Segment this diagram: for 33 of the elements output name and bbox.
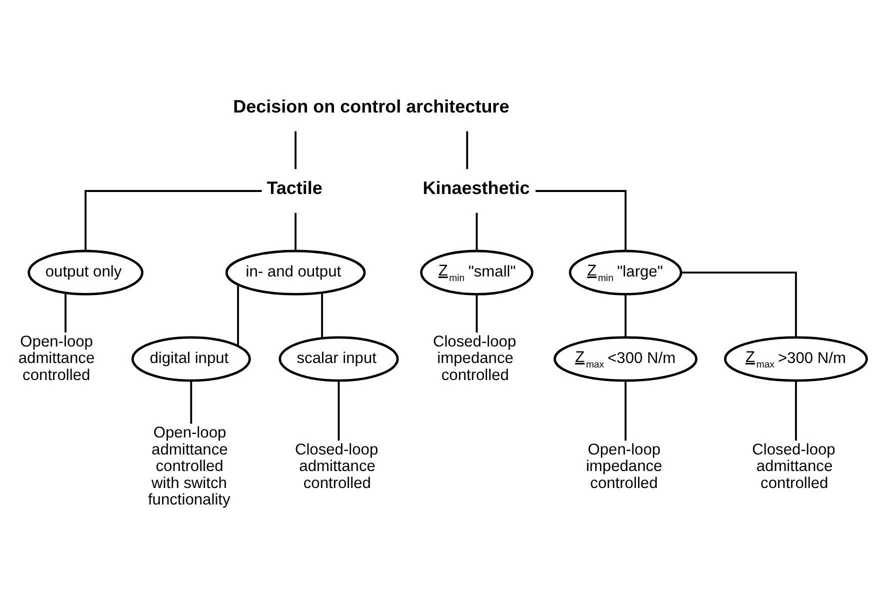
connector <box>237 284 239 346</box>
node-text: Open-loop admittance controlled with switch functionality <box>148 424 230 509</box>
node-ellipse: in- and output <box>225 250 366 296</box>
connector <box>294 212 296 251</box>
node-text: Open-loop impedance controlled <box>586 441 662 492</box>
connector <box>190 380 192 424</box>
node-ellipse: Z$_{min}$ "large" <box>568 250 682 296</box>
node-text: Kinaesthetic <box>422 178 530 198</box>
connector <box>64 293 66 332</box>
node-text: Tactile <box>266 178 322 198</box>
node-ellipse: output only <box>28 250 144 296</box>
node-ellipse: Z$_{min}$ "small" <box>420 250 534 296</box>
connector <box>536 190 626 251</box>
connector <box>476 294 478 333</box>
node-text: Closed-loop impedance controlled <box>432 333 516 384</box>
connector <box>476 212 478 251</box>
node-text: Closed-loop admittance controlled <box>752 441 836 492</box>
connector <box>466 131 468 170</box>
node-ellipse: Z$_{max}$ >300 N/m <box>724 336 868 382</box>
connector <box>681 272 797 338</box>
node-ellipse: scalar input <box>278 336 399 382</box>
node-text: Open-loop admittance controlled <box>18 333 95 384</box>
connector <box>294 131 296 170</box>
connector <box>84 190 262 251</box>
node-text: Closed-loop admittance controlled <box>294 441 378 492</box>
connector <box>338 380 340 441</box>
node-text: Decision on control architecture <box>233 96 510 116</box>
connector <box>624 294 626 337</box>
node-ellipse: digital input <box>131 336 251 382</box>
node-ellipse: Z$_{max}$ <300 N/m <box>554 336 698 382</box>
connector <box>795 380 797 441</box>
connector <box>321 292 324 338</box>
connector <box>624 380 626 441</box>
